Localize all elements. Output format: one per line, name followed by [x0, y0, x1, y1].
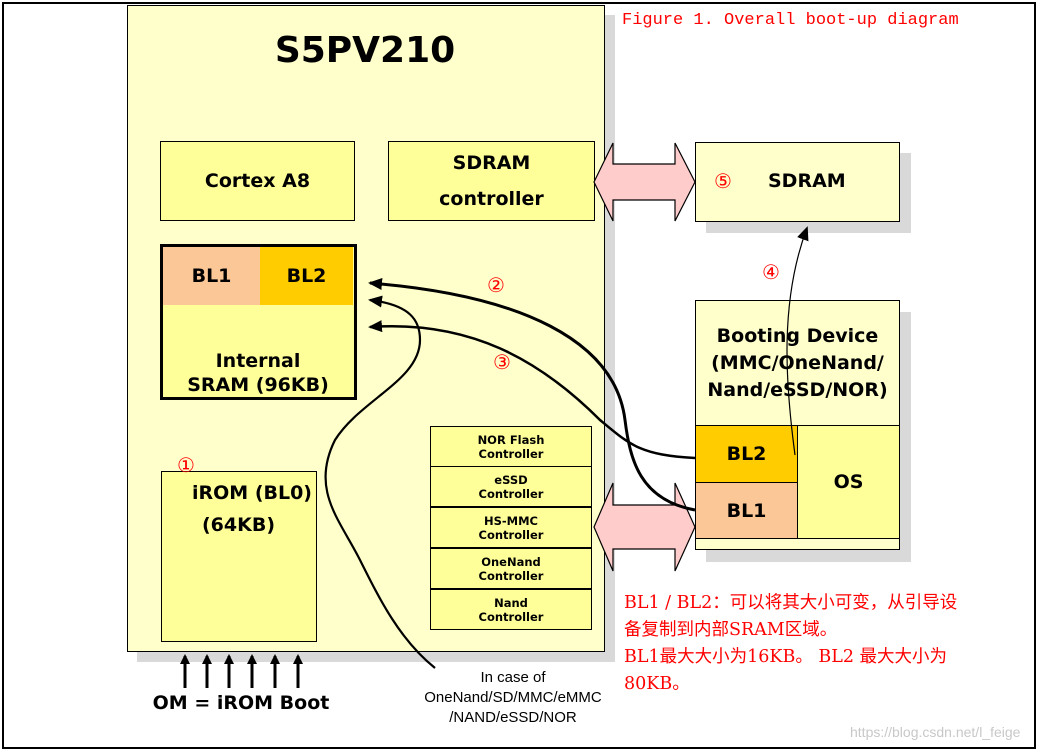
- in-case-line3: /NAND/eSSD/NOR: [449, 709, 577, 726]
- device-bl1-label: BL1: [726, 499, 767, 522]
- controller-line2: Controller: [478, 486, 544, 501]
- device-bl1-region: BL1: [696, 482, 798, 539]
- booting-device-title: Booting Device (MMC/OneNand/ Nand/eSSD/N…: [696, 323, 899, 404]
- irom-line2: (64KB): [202, 514, 276, 536]
- controller-line2: Controller: [478, 527, 544, 542]
- device-os-label: OS: [833, 471, 864, 493]
- irom-block: iROM (BL0) (64KB): [161, 471, 317, 642]
- step-3-curve: [368, 320, 696, 460]
- device-bl2-label: BL2: [726, 443, 767, 465]
- booting-device-line2: (MMC/OneNand/: [711, 352, 884, 374]
- sram-bl2-region: BL2: [260, 247, 353, 305]
- controller-line2: Controller: [478, 568, 544, 583]
- irom-line1: iROM (BL0): [192, 482, 312, 504]
- note-line1: BL1 / BL2：可以将其大小可变，从引导设: [624, 593, 958, 613]
- note-line3: BL1最大大小为16KB。 BL2 最大大小为: [624, 647, 948, 667]
- sram-label: Internal SRAM (96KB): [163, 349, 353, 397]
- sdram-bus-arrow: [593, 142, 696, 222]
- internal-sram-block: BL1 BL2 Internal SRAM (96KB): [160, 244, 357, 400]
- controller-line1: eSSD: [494, 472, 528, 487]
- step-3-marker: ③: [493, 350, 511, 374]
- controller-line1: NOR Flash: [477, 432, 545, 447]
- sram-bl2-label: BL2: [286, 265, 327, 287]
- controller-line1: HS-MMC: [483, 513, 538, 528]
- device-bus-arrow: [593, 482, 696, 572]
- controller-line2: Controller: [478, 609, 544, 624]
- cortex-a8-block: Cortex A8: [160, 141, 355, 221]
- in-case-line1: In case of: [480, 669, 546, 686]
- step-1-marker: ①: [177, 453, 195, 477]
- step-2-marker: ②: [487, 273, 505, 297]
- figure-title: Figure 1. Overall boot-up diagram: [622, 11, 959, 30]
- booting-device-block: Booting Device (MMC/OneNand/ Nand/eSSD/N…: [695, 300, 900, 550]
- step-5-marker: ⑤: [714, 169, 732, 193]
- device-bl2-region: BL2: [696, 425, 798, 482]
- sram-label-line2: SRAM (96KB): [187, 374, 329, 396]
- in-case-curve: [324, 295, 436, 669]
- chip-title: S5PV210: [274, 30, 456, 71]
- bootloader-size-note: BL1 / BL2：可以将其大小可变，从引导设 备复制到内部SRAM区域。 BL…: [624, 590, 1024, 698]
- om-label: OM = iROM Boot: [152, 692, 330, 714]
- booting-device-line1: Booting Device: [716, 325, 879, 347]
- note-line2: 备复制到内部SRAM区域。: [624, 620, 838, 640]
- sdram-controller-line2: controller: [439, 188, 544, 210]
- watermark: https://blog.csdn.net/l_feige: [850, 724, 1021, 740]
- controller-line2: Controller: [478, 446, 544, 461]
- controller-line1: OneNand: [481, 554, 541, 569]
- external-sdram-label: SDRAM: [768, 170, 846, 192]
- device-os-region: OS: [798, 425, 899, 539]
- external-sdram-block: ⑤ SDRAM: [695, 142, 900, 222]
- sram-bl1-region: BL1: [163, 247, 260, 305]
- sdram-controller-line1: SDRAM: [452, 152, 531, 174]
- sram-bl1-label: BL1: [191, 265, 232, 287]
- sram-label-line1: Internal: [215, 350, 301, 372]
- step-4-marker: ④: [762, 260, 780, 284]
- in-case-label: In case of OneNand/SD/MMC/eMMC /NAND/eSS…: [400, 668, 626, 728]
- step-2-curve: [368, 277, 696, 512]
- step-4-curve: [786, 226, 809, 456]
- booting-device-line3: Nand/eSSD/NOR): [707, 379, 888, 401]
- cortex-a8-label: Cortex A8: [204, 170, 311, 192]
- note-line4: 80KB。: [624, 674, 690, 694]
- controller-line1: Nand: [494, 595, 528, 610]
- in-case-line2: OneNand/SD/MMC/eMMC: [424, 689, 602, 706]
